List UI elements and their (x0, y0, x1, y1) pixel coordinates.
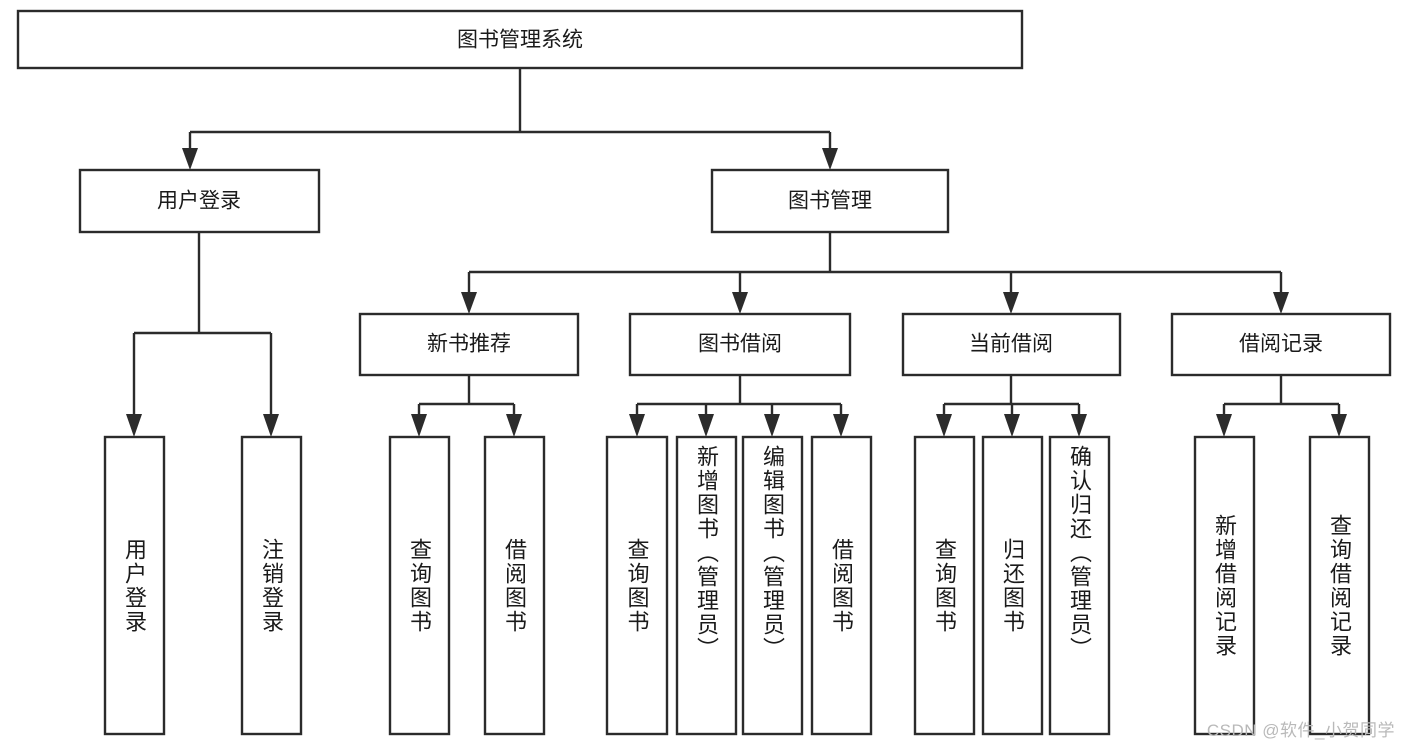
node-borrow-record[interactable]: 借阅记录 (1170, 312, 1392, 377)
connector-group-borrow-record (1216, 375, 1347, 437)
leaf-box-current-borrow-3[interactable] (1048, 435, 1111, 736)
leaf-group-new-book-recommend (388, 435, 546, 736)
arrow-head-book-borrow (732, 292, 748, 314)
leaf-box-user-login-1[interactable] (103, 435, 166, 736)
leaf-box-new-book-1[interactable] (388, 435, 451, 736)
node-new-book-recommend[interactable]: 新书推荐 (358, 312, 580, 377)
node-current-borrow-label: 当前借阅 (969, 333, 1053, 356)
node-user-login-label: 用户登录 (157, 190, 241, 213)
node-current-borrow[interactable]: 当前借阅 (901, 312, 1122, 377)
connector-group-root (182, 68, 838, 170)
arrow-head-current-borrow (1003, 292, 1019, 314)
node-current-borrow-box[interactable] (901, 312, 1122, 377)
leaf-box-borrow-record-2[interactable] (1308, 435, 1371, 736)
leaf-group-borrow-record (1193, 435, 1371, 736)
arrow-head-bb-l2 (698, 414, 714, 437)
connector-group-new-book (411, 375, 522, 437)
leaf-group-user-login (103, 435, 303, 736)
arrow-head-ul-leaf1 (126, 414, 142, 437)
node-borrow-record-label: 借阅记录 (1239, 333, 1323, 356)
csdn-watermark: CSDN @软件_小贺同学 (1206, 721, 1395, 740)
arrow-head-bb-l3 (764, 414, 780, 437)
node-root-label: 图书管理系统 (457, 29, 583, 52)
arrow-head-book-manage (822, 148, 838, 170)
node-user-login-box[interactable] (78, 168, 321, 234)
node-root-box[interactable] (16, 9, 1024, 70)
node-new-book-recommend-label: 新书推荐 (427, 333, 511, 356)
node-borrow-record-box[interactable] (1170, 312, 1392, 377)
leaf-group-current-borrow (913, 435, 1111, 736)
arrow-head-nb-l1 (411, 414, 427, 437)
arrow-head-new-book (461, 292, 477, 314)
leaf-box-book-borrow-2[interactable] (675, 435, 738, 736)
arrow-head-br-l1 (1216, 414, 1232, 437)
connector-group-book-borrow (629, 375, 849, 437)
node-book-borrow-box[interactable] (628, 312, 852, 377)
leaf-box-current-borrow-2[interactable] (981, 435, 1044, 736)
connector-group-current-borrow (936, 375, 1087, 437)
arrow-head-br-l2 (1331, 414, 1347, 437)
node-user-login[interactable]: 用户登录 (78, 168, 321, 234)
leaf-box-current-borrow-1[interactable] (913, 435, 976, 736)
node-book-borrow-label: 图书借阅 (698, 333, 782, 356)
leaf-box-book-borrow-4[interactable] (810, 435, 873, 736)
arrow-head-cb-l1 (936, 414, 952, 437)
leaf-box-borrow-record-1[interactable] (1193, 435, 1256, 736)
arrow-head-ul-leaf2 (263, 414, 279, 437)
arrow-head-borrow-record (1273, 292, 1289, 314)
node-book-borrow[interactable]: 图书借阅 (628, 312, 852, 377)
arrow-head-cb-l2 (1004, 414, 1020, 437)
node-book-manage[interactable]: 图书管理 (710, 168, 950, 234)
connector-group-user-login (126, 232, 279, 437)
node-book-manage-box[interactable] (710, 168, 950, 234)
leaf-box-user-login-2[interactable] (240, 435, 303, 736)
node-root[interactable]: 图书管理系统 (16, 9, 1024, 70)
arrow-head-user-login (182, 148, 198, 170)
arrow-head-nb-l2 (506, 414, 522, 437)
arrow-head-bb-l1 (629, 414, 645, 437)
connector-group-book-manage (461, 232, 1289, 314)
leaf-group-book-borrow (605, 435, 873, 736)
leaf-box-book-borrow-1[interactable] (605, 435, 669, 736)
leaf-box-book-borrow-3[interactable] (741, 435, 804, 736)
arrow-head-bb-l4 (833, 414, 849, 437)
arrow-head-cb-l3 (1071, 414, 1087, 437)
node-new-book-recommend-box[interactable] (358, 312, 580, 377)
leaf-box-new-book-2[interactable] (483, 435, 546, 736)
node-book-manage-label: 图书管理 (788, 190, 872, 213)
